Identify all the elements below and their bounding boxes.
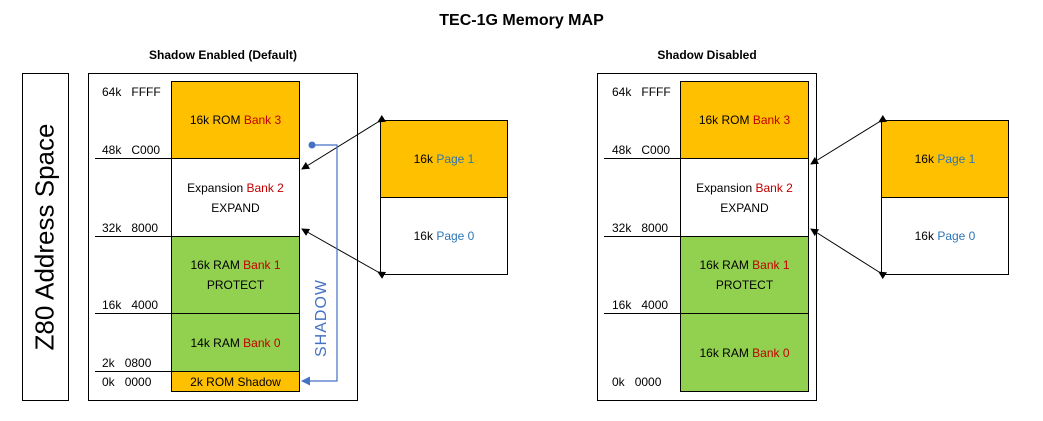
right-arrow-page0 bbox=[810, 228, 888, 280]
left-addr-48k: 48k C000 bbox=[102, 143, 161, 157]
left-addr-2k: 2k 0800 bbox=[102, 356, 152, 370]
right-addr-64k: 64k FFFF bbox=[612, 85, 671, 99]
diagram-title: TEC-1G Memory MAP bbox=[439, 12, 604, 29]
left-arrow-page0 bbox=[301, 228, 387, 279]
right-addr-32k: 32k 8000 bbox=[612, 221, 669, 235]
left-divider-16k bbox=[95, 313, 172, 314]
right-ram-bank1: 16k RAM Bank 1 PROTECT bbox=[680, 236, 809, 314]
left-ram-bank1: 16k RAM Bank 1 PROTECT bbox=[171, 236, 300, 314]
right-addr-16k: 16k 4000 bbox=[612, 298, 669, 312]
left-divider-32k bbox=[95, 236, 172, 237]
left-rom-shadow: 2k ROM Shadow bbox=[171, 371, 300, 392]
left-page0: 16k Page 0 bbox=[380, 197, 508, 275]
right-divider-48k bbox=[604, 158, 681, 159]
left-page1: 16k Page 1 bbox=[380, 120, 508, 198]
address-space-label-box bbox=[22, 73, 69, 401]
left-rom-bank3: 16k ROM Bank 3 bbox=[171, 81, 300, 159]
right-addr-48k: 48k C000 bbox=[612, 143, 671, 157]
left-ram-bank0: 14k RAM Bank 0 bbox=[171, 313, 300, 372]
right-addr-0k: 0k 0000 bbox=[612, 375, 662, 389]
right-page1: 16k Page 1 bbox=[881, 120, 1009, 198]
left-divider-48k bbox=[95, 158, 172, 159]
right-ram-bank0: 16k RAM Bank 0 bbox=[680, 313, 809, 392]
left-expansion-bank2: Expansion Bank 2 EXPAND bbox=[171, 158, 300, 237]
left-addr-0k: 0k 0000 bbox=[102, 375, 152, 389]
right-arrow-page1 bbox=[810, 114, 888, 165]
left-divider-2k bbox=[95, 371, 172, 372]
right-heading: Shadow Disabled bbox=[657, 48, 757, 62]
left-addr-64k: 64k FFFF bbox=[102, 85, 161, 99]
left-heading: Shadow Enabled (Default) bbox=[148, 48, 297, 62]
left-addr-32k: 32k 8000 bbox=[102, 221, 159, 235]
right-divider-16k bbox=[604, 313, 681, 314]
right-page0: 16k Page 0 bbox=[881, 197, 1009, 275]
left-addr-16k: 16k 4000 bbox=[102, 298, 159, 312]
right-divider-32k bbox=[604, 236, 681, 237]
shadow-arrow bbox=[301, 141, 338, 386]
